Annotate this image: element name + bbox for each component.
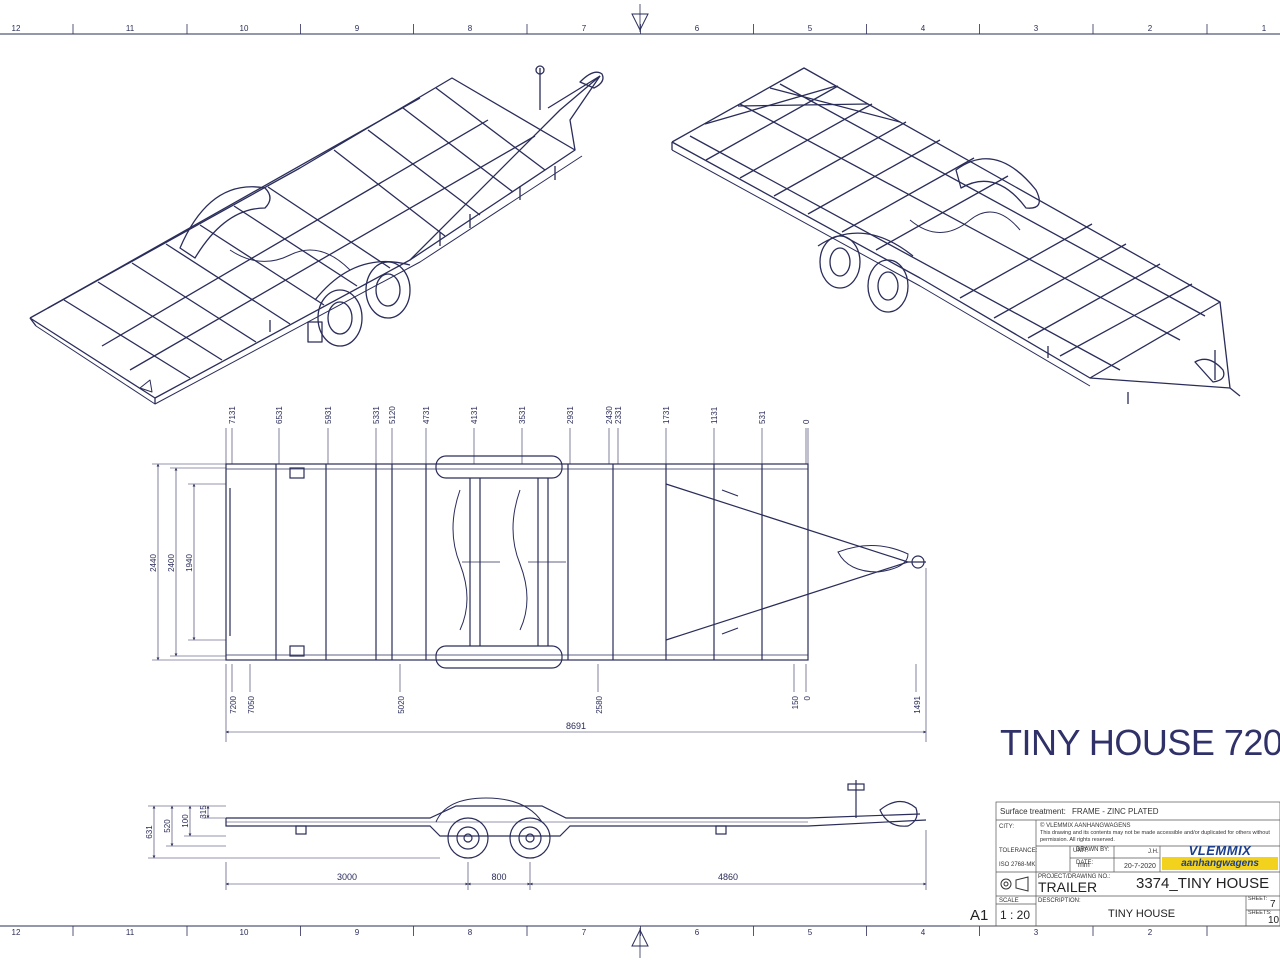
- project-label: PROJECT/DRAWING NO.:: [1038, 874, 1111, 880]
- column-number-top: 10: [240, 24, 249, 33]
- column-number-bottom: 7: [582, 928, 587, 937]
- sheets-label: SHEETS:: [1248, 910, 1272, 916]
- plan-bottom-dimension-ticks: [231, 664, 917, 692]
- column-number-bottom: 5: [808, 928, 813, 937]
- column-number-bottom: 12: [12, 928, 21, 937]
- column-number-bottom: 9: [355, 928, 360, 937]
- drawn-label: DRAWN BY:: [1076, 847, 1110, 853]
- column-number-bottom: 11: [126, 928, 135, 937]
- city-label: CITY:: [999, 824, 1015, 830]
- projection-symbol-icon: [1000, 876, 1029, 892]
- column-number-top: 9: [355, 24, 360, 33]
- column-number-bottom: 6: [695, 928, 700, 937]
- surface-value: FRAME - ZINC PLATED: [1072, 807, 1159, 816]
- tolerance-value: ISO 2768-MK: [999, 862, 1036, 868]
- side-bottom-dimension-label: 800: [491, 872, 506, 882]
- top-dimension-label: 6531: [275, 406, 284, 424]
- side-left-dimension-label: 100: [181, 814, 190, 828]
- drawing-title: TINY HOUSE 720: [1000, 722, 1280, 763]
- top-dimension-label: 5331: [372, 406, 381, 424]
- unit-label: UNIT:: [1073, 848, 1088, 854]
- scale-label: SCALE: [999, 898, 1019, 904]
- tolerance-label: TOLERANCE:: [999, 848, 1038, 854]
- column-number-top: 5: [808, 24, 813, 33]
- column-number-top: 7: [582, 24, 587, 33]
- column-number-bottom: 4: [921, 928, 926, 937]
- side-bottom-dimension-label: 3000: [337, 872, 357, 882]
- column-number-top: 8: [468, 24, 473, 33]
- vlemmix-logo: VLEMMIX aanhangwagens: [1162, 843, 1278, 871]
- bottom-dimension-label: 0: [803, 695, 812, 700]
- notice-line-1: This drawing and its contents may not be…: [1040, 830, 1270, 836]
- description-label: DESCRIPTION:: [1038, 898, 1081, 904]
- copyright-text: © VLEMMIX AANHANGWAGENS: [1040, 823, 1131, 829]
- side-view: [225, 780, 927, 859]
- column-ticks: [72, 24, 1208, 936]
- column-number-top: 1: [1262, 24, 1267, 33]
- left-dimension-label: 2440: [149, 554, 158, 572]
- top-dimension-label: 4731: [422, 406, 431, 424]
- bottom-dimension-label: 5020: [397, 695, 406, 713]
- side-left-dimension-label: 520: [163, 819, 172, 833]
- logo-bottom-text: aanhangwagens: [1162, 857, 1278, 870]
- plan-top-dimension-ticks: [231, 428, 807, 464]
- date-label: DATE:: [1076, 860, 1094, 866]
- column-number-top: 11: [126, 24, 135, 33]
- column-number-bottom: 10: [240, 928, 249, 937]
- sheet-label: SHEET:: [1248, 896, 1268, 902]
- sheet-value: 7: [1270, 899, 1276, 910]
- top-dimension-label: 3531: [518, 406, 527, 424]
- top-dimension-label: 0: [802, 419, 811, 424]
- bottom-dimension-label: 7050: [247, 695, 256, 713]
- top-dimension-label: 2430: [605, 406, 614, 424]
- bottom-dimension-label: 7200: [229, 695, 238, 713]
- column-number-top: 12: [12, 24, 21, 33]
- top-dimension-label: 7131: [228, 406, 237, 424]
- logo-top-text: VLEMMIX: [1188, 843, 1252, 858]
- drawing-number: 3374_TINY HOUSE: [1136, 875, 1270, 892]
- isometric-view-right: [671, 67, 1241, 404]
- column-number-top: 3: [1034, 24, 1039, 33]
- column-number-bottom: 8: [468, 928, 473, 937]
- isometric-view-left: [29, 65, 604, 405]
- column-number-bottom: 2: [1148, 928, 1153, 937]
- side-left-dimension-label: 315: [199, 805, 208, 819]
- top-dimension-label: 1131: [710, 406, 719, 424]
- description-value: TINY HOUSE: [1108, 908, 1176, 920]
- sheets-value: 10: [1268, 915, 1280, 926]
- drawn-value: J.H.: [1148, 849, 1159, 855]
- side-bottom-dimension-label: 4860: [718, 872, 738, 882]
- bottom-dimension-label: 1491: [913, 695, 922, 713]
- scale-value: 1 : 20: [1000, 908, 1031, 922]
- top-dimension-label: 2931: [566, 406, 575, 424]
- side-left-dimension-label: 631: [145, 825, 154, 839]
- top-dimension-label: 531: [758, 410, 767, 424]
- plan-view: [225, 455, 926, 669]
- unit-value: mm: [1078, 862, 1090, 869]
- plan-dimensions: [152, 428, 927, 742]
- overall-length-label: 8691: [566, 721, 586, 731]
- column-number-bottom: 3: [1034, 928, 1039, 937]
- sheet-size: A1: [970, 907, 989, 924]
- project-value: TRAILER: [1038, 879, 1098, 895]
- bottom-dimension-label: 150: [791, 695, 800, 709]
- column-number-top: 4: [921, 24, 926, 33]
- top-dimension-label: 5120: [388, 406, 397, 424]
- top-dimension-label: 4131: [470, 406, 479, 424]
- top-dimension-label: 1731: [662, 406, 671, 424]
- column-number-top: 2: [1148, 24, 1153, 33]
- surface-label: Surface treatment:: [1000, 807, 1066, 816]
- left-dimension-label: 2400: [167, 554, 176, 572]
- side-dimensions: [148, 805, 927, 890]
- left-dimension-label: 1940: [185, 554, 194, 572]
- top-dimension-label: 5931: [324, 406, 333, 424]
- title-block-grid: [960, 801, 1280, 927]
- bottom-dimension-label: 2580: [595, 695, 604, 713]
- notice-line-2: permission. All rights reserved.: [1040, 837, 1115, 843]
- date-value: 20-7-2020: [1124, 863, 1156, 870]
- column-number-top: 6: [695, 24, 700, 33]
- top-dimension-label: 2331: [614, 406, 623, 424]
